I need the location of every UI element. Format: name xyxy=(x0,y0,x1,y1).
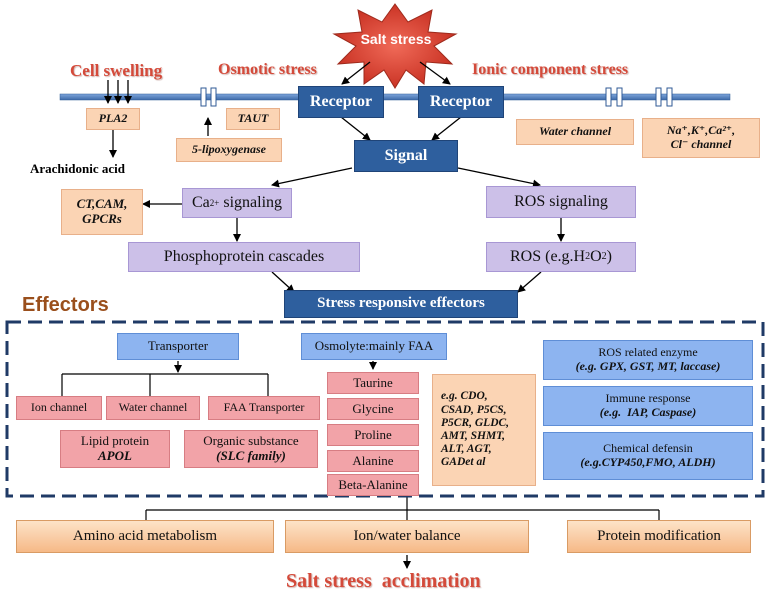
enzymes-box: e.g. CDO, CSAD, P5CS, P5CR, GLDC, AMT, S… xyxy=(432,374,536,486)
ros-enzyme-box: ROS related enzyme (e.g. GPX, GST, MT, l… xyxy=(543,340,753,380)
immune-title: Immune response xyxy=(605,391,691,406)
ca-sup: 2+ xyxy=(209,197,220,208)
apol-label: APOL xyxy=(98,448,132,463)
ros-enzyme-title: ROS related enzyme xyxy=(598,345,698,360)
taut-box: TAUT xyxy=(226,108,280,130)
enzyme-line: P5CR, GLDC, xyxy=(441,416,510,429)
signal-box: Signal xyxy=(354,140,458,172)
ion-channel-line2: Cl⁻ channel xyxy=(670,137,732,151)
ct-cam-box: CT,CAM, GPCRs xyxy=(61,189,143,235)
ros-signaling-box: ROS signaling xyxy=(486,186,636,218)
organic-substance-label: Organic substance xyxy=(203,433,299,449)
cell-membrane xyxy=(59,93,731,101)
ion-channel-box: Na⁺,K⁺,Ca²⁺, Cl⁻ channel xyxy=(642,118,760,158)
chem-box: Chemical defensin (e.g.CYP450,FMO, ALDH) xyxy=(543,432,753,480)
organic-substance-box: Organic substance (SLC family) xyxy=(184,430,318,468)
osmolyte-box: Osmolyte:mainly FAA xyxy=(301,333,447,360)
ionic-stress-title: Ionic component stress xyxy=(472,61,629,78)
enzyme-line: CSAD, P5CS, xyxy=(441,403,507,416)
water-channel-box: Water channel xyxy=(516,119,634,145)
enzyme-line: ALT, AGT, xyxy=(441,443,492,456)
effectors-frame xyxy=(5,320,765,498)
osmolyte-item: Proline xyxy=(327,424,419,446)
ros-mid: O xyxy=(590,247,602,265)
enzyme-line: GADet al xyxy=(441,456,486,469)
ros-sub1: 2 xyxy=(585,251,591,263)
receptor-left: Receptor xyxy=(298,86,384,118)
ca-prefix: Ca xyxy=(191,193,210,211)
ros-suffix: ) xyxy=(606,247,612,265)
transporter-box: Transporter xyxy=(117,333,239,360)
ion-channel-line1: Na⁺,K⁺,Ca²⁺, xyxy=(666,123,736,138)
arachidonic-acid-label: Arachidonic acid xyxy=(30,161,125,176)
ion-channel-effector: Ion channel xyxy=(16,396,102,420)
amino-acid-box: Amino acid metabolism xyxy=(16,520,274,553)
enzyme-line: AMT, SHMT, xyxy=(441,430,506,442)
salt-stress-label: Salt stress xyxy=(360,30,432,47)
lipid-protein-box: Lipid protein APOL xyxy=(60,430,170,468)
osmolyte-item: Taurine xyxy=(327,372,419,394)
osmolyte-item: Glycine xyxy=(327,398,419,420)
acclimation-label: Salt stress acclimation xyxy=(286,570,481,592)
immune-box: Immune response (e.g. IAP, Caspase) xyxy=(543,386,753,426)
lipoxygenase-box: 5-lipoxygenase xyxy=(176,138,282,162)
immune-detail: (e.g. IAP, Caspase) xyxy=(599,405,697,419)
osmolyte-item: Alanine xyxy=(327,450,419,472)
ros-enzyme-detail: (e.g. GPX, GST, MT, laccase) xyxy=(575,359,721,373)
ct-cam-line2: GPCRs xyxy=(82,211,122,226)
membrane-channel-marks xyxy=(200,87,673,107)
receptor-right: Receptor xyxy=(418,86,504,118)
chem-detail: (e.g.CYP450,FMO, ALDH) xyxy=(580,455,716,469)
chem-title: Chemical defensin xyxy=(603,441,693,456)
slc-family-label: (SLC family) xyxy=(216,448,286,463)
ct-cam-line1: CT,CAM, xyxy=(76,196,128,212)
phosphoprotein-box: Phosphoprotein cascades xyxy=(128,242,360,272)
water-channel-effector: Water channel xyxy=(106,396,200,420)
osmotic-stress-title: Osmotic stress xyxy=(218,61,317,78)
cell-swelling-title: Cell swelling xyxy=(70,61,163,80)
enzyme-line: e.g. CDO, xyxy=(441,390,488,403)
ion-water-box: Ion/water balance xyxy=(285,520,529,553)
ca-suffix: signaling xyxy=(219,193,283,211)
lipid-protein-label: Lipid protein xyxy=(80,433,150,449)
pla2-box: PLA2 xyxy=(86,108,140,130)
protein-mod-box: Protein modification xyxy=(567,520,751,553)
ros-sub2: 2 xyxy=(601,251,607,263)
ros-prefix: ROS (e.g.H xyxy=(510,247,586,265)
stress-effectors-box: Stress responsive effectors xyxy=(284,290,518,318)
osmolyte-item: Beta-Alanine xyxy=(327,474,419,496)
effectors-heading: Effectors xyxy=(22,294,109,316)
faa-transporter-effector: FAA Transporter xyxy=(208,396,320,420)
